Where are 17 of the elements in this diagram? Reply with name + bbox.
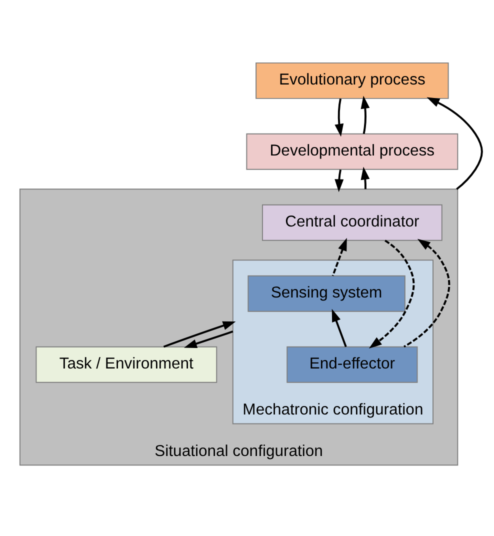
node-box: Central coordinator (262, 204, 442, 241)
arrow (404, 238, 450, 348)
arrow (368, 240, 415, 348)
arrow (334, 98, 344, 137)
arrow (332, 238, 347, 276)
node-box: End-effector (286, 346, 418, 383)
arrow (360, 166, 370, 190)
node-box: Developmental process (246, 133, 458, 170)
node-box: Sensing system (248, 275, 406, 312)
arrow (332, 308, 347, 348)
node-box: Evolutionary process (256, 62, 449, 99)
arrow (426, 97, 483, 190)
arrow (163, 321, 236, 348)
node-box: Task / Environment (36, 346, 218, 383)
arrow (184, 330, 234, 348)
arrow (334, 170, 344, 192)
arrow (360, 96, 370, 134)
